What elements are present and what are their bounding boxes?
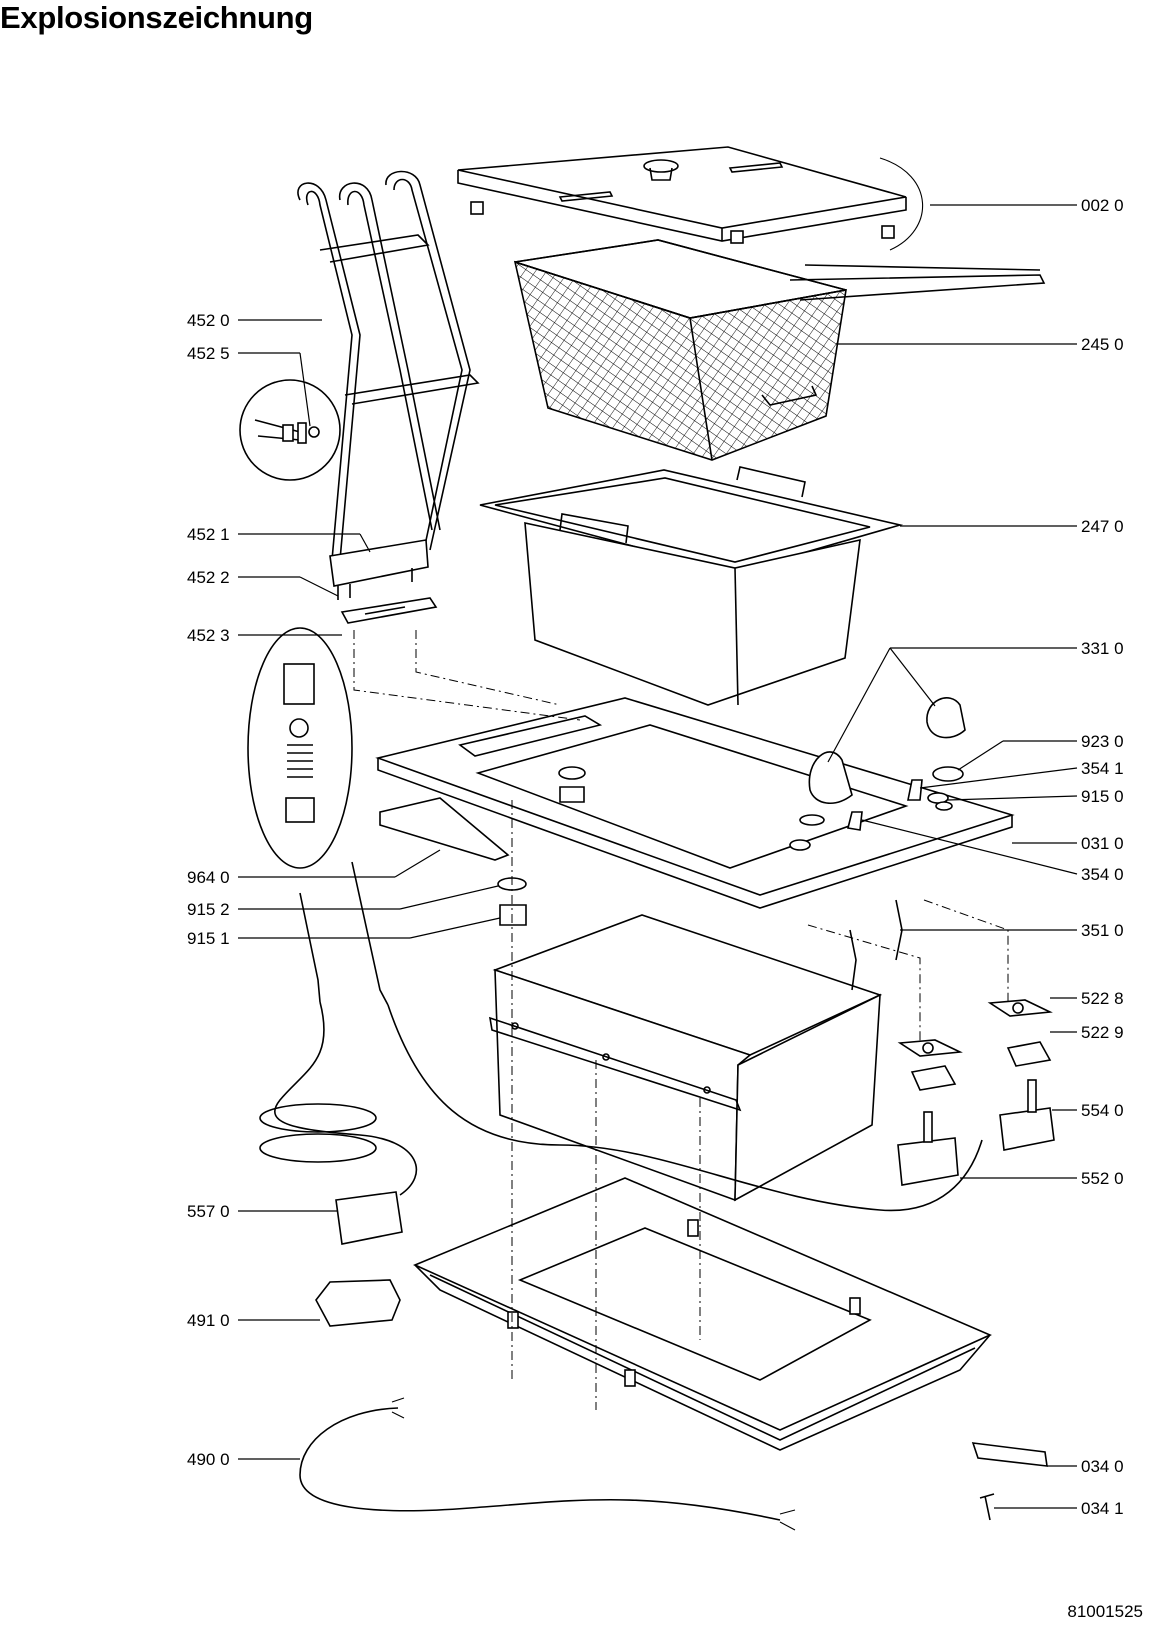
cable-clamp-491-0-part: [315, 1279, 401, 1327]
plate-452-3-part: [340, 597, 438, 624]
frying-basket-part: [513, 239, 1046, 461]
label-354-1: 354 1: [1081, 759, 1124, 778]
label-452-5: 452 5: [187, 344, 230, 363]
label-452-1: 452 1: [187, 525, 230, 544]
label-522-8: 522 8: [1081, 989, 1124, 1008]
knob-331-0-part: [847, 697, 966, 831]
thermostat-557-0-part: [335, 1191, 403, 1245]
document-number: 81001525: [1067, 1602, 1143, 1621]
inner-pot-part: [479, 466, 904, 706]
label-552-0: 552 0: [1081, 1169, 1124, 1188]
part-labels: 002 0 245 0 247 0 331 0 923 0 354 1 915 …: [187, 196, 1124, 1518]
heating-element-part: [297, 170, 480, 600]
sensors-and-cables: [259, 861, 983, 1212]
label-554-0: 554 0: [1081, 1101, 1124, 1120]
label-452-2: 452 2: [187, 568, 230, 587]
label-964-0: 964 0: [187, 868, 230, 887]
right-small-parts: [849, 899, 1055, 1186]
label-522-9: 522 9: [1081, 1023, 1124, 1042]
label-002-0: 002 0: [1081, 196, 1124, 215]
label-923-0: 923 0: [1081, 732, 1124, 751]
assembly-lines: [353, 630, 1009, 1410]
label-354-0: 354 0: [1081, 865, 1124, 884]
base-tray-part: [412, 1177, 992, 1451]
label-491-0: 491 0: [187, 1311, 230, 1330]
detail-ellipse-springs: [247, 627, 353, 869]
label-557-0: 557 0: [187, 1202, 230, 1221]
label-034-0: 034 0: [1081, 1457, 1124, 1476]
label-034-1: 034 1: [1081, 1499, 1124, 1518]
lid-part: [457, 146, 924, 251]
label-351-0: 351 0: [1081, 921, 1124, 940]
label-452-3: 452 3: [187, 626, 230, 645]
power-cord-490-0-part: [299, 1397, 796, 1531]
label-031-0: 031 0: [1081, 834, 1124, 853]
control-frame-part: [375, 697, 1015, 909]
gasket-964-0-part: [379, 797, 510, 861]
label-331-0: 331 0: [1081, 639, 1124, 658]
label-245-0: 245 0: [1081, 335, 1124, 354]
detail-circle-452-5: [239, 379, 341, 481]
label-452-0: 452 0: [187, 311, 230, 330]
label-915-0: 915 0: [1081, 787, 1124, 806]
label-247-0: 247 0: [1081, 517, 1124, 536]
housing-box-part: [488, 914, 883, 1202]
page-title: Explosionszeichnung: [0, 0, 313, 35]
label-915-2: 915 2: [187, 900, 230, 919]
label-490-0: 490 0: [187, 1450, 230, 1469]
label-915-1: 915 1: [187, 929, 230, 948]
